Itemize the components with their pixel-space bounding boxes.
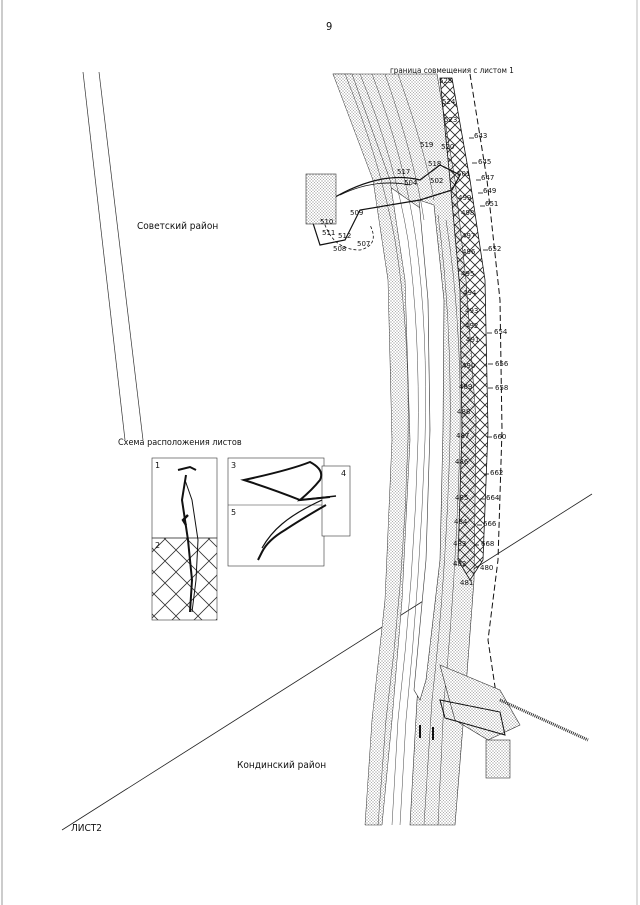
scheme-sheet-number: 3 [231,461,237,470]
point-label-left: 483 [453,540,467,548]
point-label-loop: 508 [333,245,347,253]
point-label-right: 658 [495,384,509,392]
point-label-loop: 511 [322,229,336,237]
point-label-right: 664 [486,494,500,502]
point-label-left: 519 [420,141,434,149]
point-label-right: 656 [495,360,509,368]
scheme-sheet-number: 1 [155,461,161,470]
point-ticks [469,137,493,546]
page-number: 9 [326,20,333,33]
point-label-left: 485 [455,494,469,502]
point-label-right: 643 [474,132,488,140]
railway-corridor [332,73,477,826]
point-label-left: 504 [404,179,418,187]
point-label-left: 495 [461,270,475,278]
point-label-right: 652 [488,245,502,253]
point-label-left: 523 [444,116,458,124]
point-label-right: 481 [460,579,474,587]
loop-parcel [305,164,461,251]
point-label-left: 520 [441,143,455,151]
hatched-strip [439,77,489,581]
point-label-left: 493 [465,307,479,315]
south-parcels [419,664,589,779]
point-label-left: 489 [459,383,473,391]
point-label-right: 654 [494,328,508,336]
point-label-left: 494 [463,289,477,297]
point-label-left: 501 [457,170,471,178]
left-road [82,71,144,441]
district-label-south: Кондинский район [237,760,327,771]
point-label-loop: 512 [338,232,352,240]
scheme-sheet-number: 2 [155,541,161,550]
point-label-left: 482 [453,560,467,568]
point-label-left: 487 [456,432,470,440]
point-label-right: 660 [493,433,507,441]
scheme-sheet-number: 4 [341,469,347,478]
sheet-label: ЛИСТ2 [71,823,102,834]
point-label-right: 645 [478,158,492,166]
point-label-left: 486 [455,458,469,466]
point-label-left: 524 [442,98,456,106]
point-label-left: 490 [462,362,476,370]
point-label-right: 662 [490,469,504,477]
point-label-left: 498 [461,209,475,217]
point-label-left: 525 [439,77,453,85]
dashed-boundary [469,73,503,701]
point-label-right: 666 [483,520,497,528]
point-label-left: 517 [397,168,411,176]
point-label-loop: 509 [350,209,364,217]
scheme-title: Схема расположения листов [118,438,242,448]
point-label-left: 491 [466,336,480,344]
scheme-sheet-number: 5 [231,508,237,517]
point-label-left: 488 [457,408,471,416]
point-label-right: 649 [483,187,497,195]
point-label-right: 480 [480,564,494,572]
point-label-loop: 507 [357,240,371,248]
point-label-left: 518 [428,160,442,168]
boundary-note: граница совмещения с листом 1 [390,66,514,75]
district-boundary-line [61,493,593,831]
sheet-layout-scheme [151,457,351,621]
point-label-left: 492 [465,322,479,330]
point-label-right: 651 [485,200,499,208]
point-label-loop: 510 [320,218,334,226]
point-label-right: 668 [481,540,495,548]
point-label-left: 496 [462,248,476,256]
point-label-left: 484 [454,518,468,526]
point-label-right: 647 [481,174,495,182]
district-label-north: Советский район [137,221,219,232]
point-label-left: 499 [458,194,472,202]
point-label-left: 502 [430,177,444,185]
point-label-left: 497 [462,232,476,240]
